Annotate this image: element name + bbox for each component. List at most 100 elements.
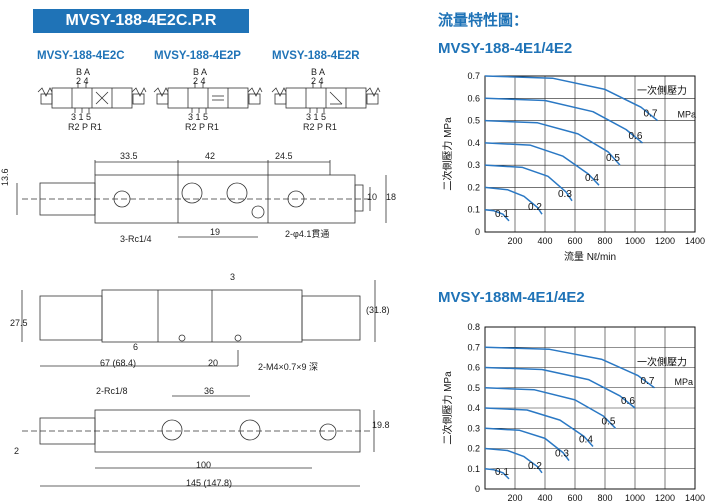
y-tick-label: 0.8 [467,322,480,332]
side-view-drawing [21,280,376,367]
y-tick-label: 0.2 [467,182,480,192]
x-tick-label: 800 [597,493,612,502]
curve-label: 0.4 [585,173,599,184]
valve-symbol-c [37,82,147,113]
x-tick-label: 1000 [625,236,645,246]
dim-m4-thread: 2-M4×0.7×9 深 [258,362,319,372]
pressure-curve-0-7 [484,346,655,389]
x-tick-label: 400 [537,493,552,502]
dim-3: 3 [230,272,236,282]
unit-label: MPa [678,110,697,120]
port-top-numbers: 2 4 [193,76,206,86]
pressure-curve-0-6 [484,366,636,409]
dim-19-8: 19.8 [372,420,390,430]
y-tick-label: 0.4 [467,403,480,413]
y-tick-label: 0.5 [467,383,480,393]
y-tick-label: 0.3 [467,423,480,433]
y-tick-label: 0 [475,484,480,494]
port-top-numbers: 2 4 [76,76,89,86]
dim-145: 145 (147.8) [186,478,233,488]
y-axis-label: 二次側壓力 MPa [441,117,454,191]
curve-label: 0.7 [644,109,658,120]
curve-label: 0.5 [606,153,620,164]
variant-label-r: MVSY-188-4E2R [272,50,360,62]
x-axis-label: 流量 Nℓ/min [564,250,616,263]
pressure-curve-0-5 [484,387,617,429]
valve-symbol-p [153,82,263,113]
legend-label: 一次側壓力 [637,84,687,97]
dim-2-rc1-8: 2-Rc1/8 [96,386,128,396]
curve-label: 0.6 [621,396,635,407]
y-tick-label: 0.4 [467,138,480,148]
pressure-curve-0-2 [484,447,543,474]
port-bottom-numbers: 3 1 5 [306,112,327,122]
curve-label: 0.1 [495,467,509,478]
pressure-curve-0-1 [484,468,510,480]
y-tick-label: 0 [475,227,480,237]
y-tick-label: 0.5 [467,116,480,126]
pressure-curve-0-3 [484,427,570,462]
model-title: MVSY-188-4E2C.P.R [33,9,249,33]
x-tick-label: 1400 [685,493,705,502]
curve-label: 0.5 [602,416,616,427]
x-tick-label: 1200 [655,236,675,246]
pressure-curve-0-4 [484,142,600,186]
unit-label: MPa [675,377,694,387]
y-tick-label: 0.3 [467,160,480,170]
port-bottom-numbers: 3 1 5 [71,112,92,122]
dim-2: 2 [14,446,20,456]
dim-36: 36 [204,386,215,396]
curve-label: 0.7 [641,376,655,387]
port-bottom-numbers: 3 1 5 [188,112,209,122]
y-tick-label: 0.1 [467,464,480,474]
port-top-letters: B A [311,67,326,77]
chart-title-2: MVSY-188M-4E1/4E2 [438,289,585,306]
curve-label: 0.3 [558,189,572,200]
x-tick-label: 600 [567,493,582,502]
curve-label: 0.2 [528,202,542,213]
chart-title-1: MVSY-188-4E1/4E2 [438,40,573,57]
x-tick-label: 1200 [655,493,675,502]
dim-19: 19 [210,227,221,237]
dim-33-5: 33.5 [120,151,138,161]
plot-frame [484,75,696,233]
variant-label-p: MVSY-188-4E2P [154,50,241,62]
x-tick-label: 600 [567,236,582,246]
curve-label: 0.4 [579,434,593,445]
y-tick-label: 0.7 [467,342,480,352]
dim-20: 20 [208,358,219,368]
dim-3-rc1-4: 3-Rc1/4 [120,234,152,244]
dim-27-5: 27.5 [10,318,28,328]
port-top-letters: B A [193,67,208,77]
pressure-curve-0-2 [484,186,543,215]
legend-label: 一次側壓力 [637,355,687,368]
x-tick-label: 200 [507,493,522,502]
y-tick-label: 0.6 [467,363,480,373]
variant-label-c: MVSY-188-4E2C [37,50,125,62]
pressure-curve-0-6 [484,97,643,144]
valve-symbol-r [271,82,381,113]
dim-31-8: (31.8) [366,305,390,315]
top-view-drawing [16,160,387,238]
curve-label: 0.2 [528,461,542,472]
port-top-letters: B A [76,67,91,77]
dim-18: 18 [386,192,397,202]
pressure-curve-0-1 [484,208,510,222]
port-bottom-letters: R2 P R1 [303,122,337,132]
y-tick-label: 0.1 [467,205,480,215]
curve-label: 0.3 [555,449,569,460]
pressure-curve-0-7 [484,75,658,122]
y-tick-label: 0.6 [467,93,480,103]
x-tick-label: 1400 [685,236,705,246]
pressure-curve-0-5 [484,119,621,166]
x-tick-label: 400 [537,236,552,246]
x-tick-label: 800 [597,236,612,246]
pressure-curve-0-4 [484,407,594,447]
dim-through-hole: 2-φ4.1貫通 [285,229,330,239]
curve-label: 0.1 [495,209,509,220]
curve-label: 0.6 [629,131,643,142]
flow-heading: 流量特性圖： [438,12,529,29]
